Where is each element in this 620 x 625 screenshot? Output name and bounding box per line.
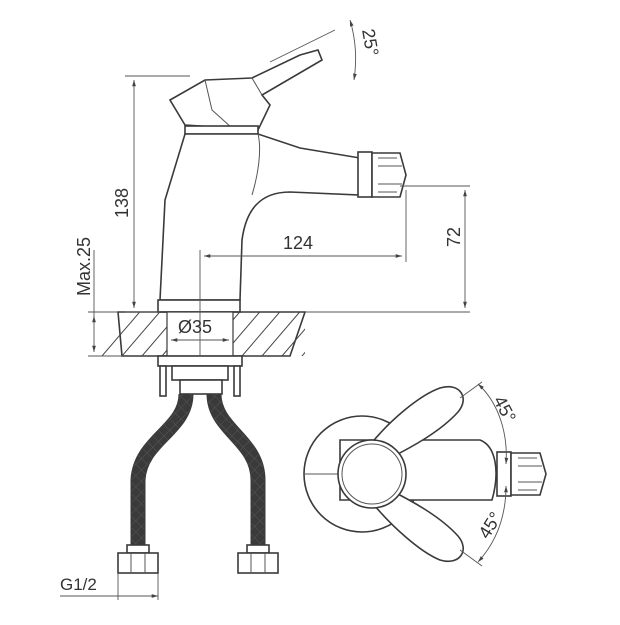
- dimension-lines: [60, 19, 470, 600]
- label-45-lower: 45°: [474, 508, 505, 542]
- mounting-nut: [171, 365, 229, 381]
- angle-25-arc: [349, 19, 357, 81]
- top-handle-lower: [368, 489, 464, 563]
- base-flange: [157, 299, 241, 313]
- label-72: 72: [444, 227, 464, 247]
- label-max25: Max.25: [74, 237, 94, 296]
- angle-lower-arc: [477, 485, 508, 563]
- lever-edge: [204, 79, 233, 129]
- label-124: 124: [283, 233, 313, 253]
- label-138: 138: [112, 188, 132, 218]
- stud-left: [159, 365, 167, 397]
- hose-fitting-right: [237, 544, 279, 574]
- angle-lower-extension: [459, 549, 483, 567]
- cartridge-cap: [184, 125, 259, 135]
- mounting-washer: [157, 355, 243, 367]
- hose-fitting-left: [117, 544, 159, 574]
- hose-left-braid: [131, 393, 193, 545]
- label-g12: G1/2: [60, 575, 97, 594]
- handle-hub-inner: [341, 443, 403, 505]
- stud-right: [233, 365, 241, 397]
- label-diameter-35: Ø35: [178, 317, 212, 337]
- top-nozzle: [510, 452, 547, 496]
- label-45-upper: 45°: [489, 392, 519, 425]
- top-handle-upper: [368, 385, 464, 459]
- lever-handle: [168, 49, 323, 131]
- spout-nozzle: [371, 152, 407, 198]
- angle-upper-arc: [477, 383, 509, 465]
- hose-right-braid: [207, 393, 265, 545]
- lever-edge-2: [251, 77, 263, 96]
- spout-ring: [357, 151, 373, 198]
- handle-hub: [337, 439, 407, 509]
- hose-connector: [179, 379, 223, 395]
- top-nozzle-ring: [496, 451, 512, 497]
- faucet-body: [159, 133, 361, 301]
- body-contour: [251, 133, 261, 196]
- top-nozzle-grooves: [518, 457, 542, 491]
- dimension-labels: 25° 138 124 72 Max.25 Ø35 G1/2: [60, 27, 464, 594]
- label-25-degree: 25°: [358, 27, 382, 57]
- nozzle-grooves: [378, 157, 402, 193]
- angle-25-line: [269, 29, 336, 63]
